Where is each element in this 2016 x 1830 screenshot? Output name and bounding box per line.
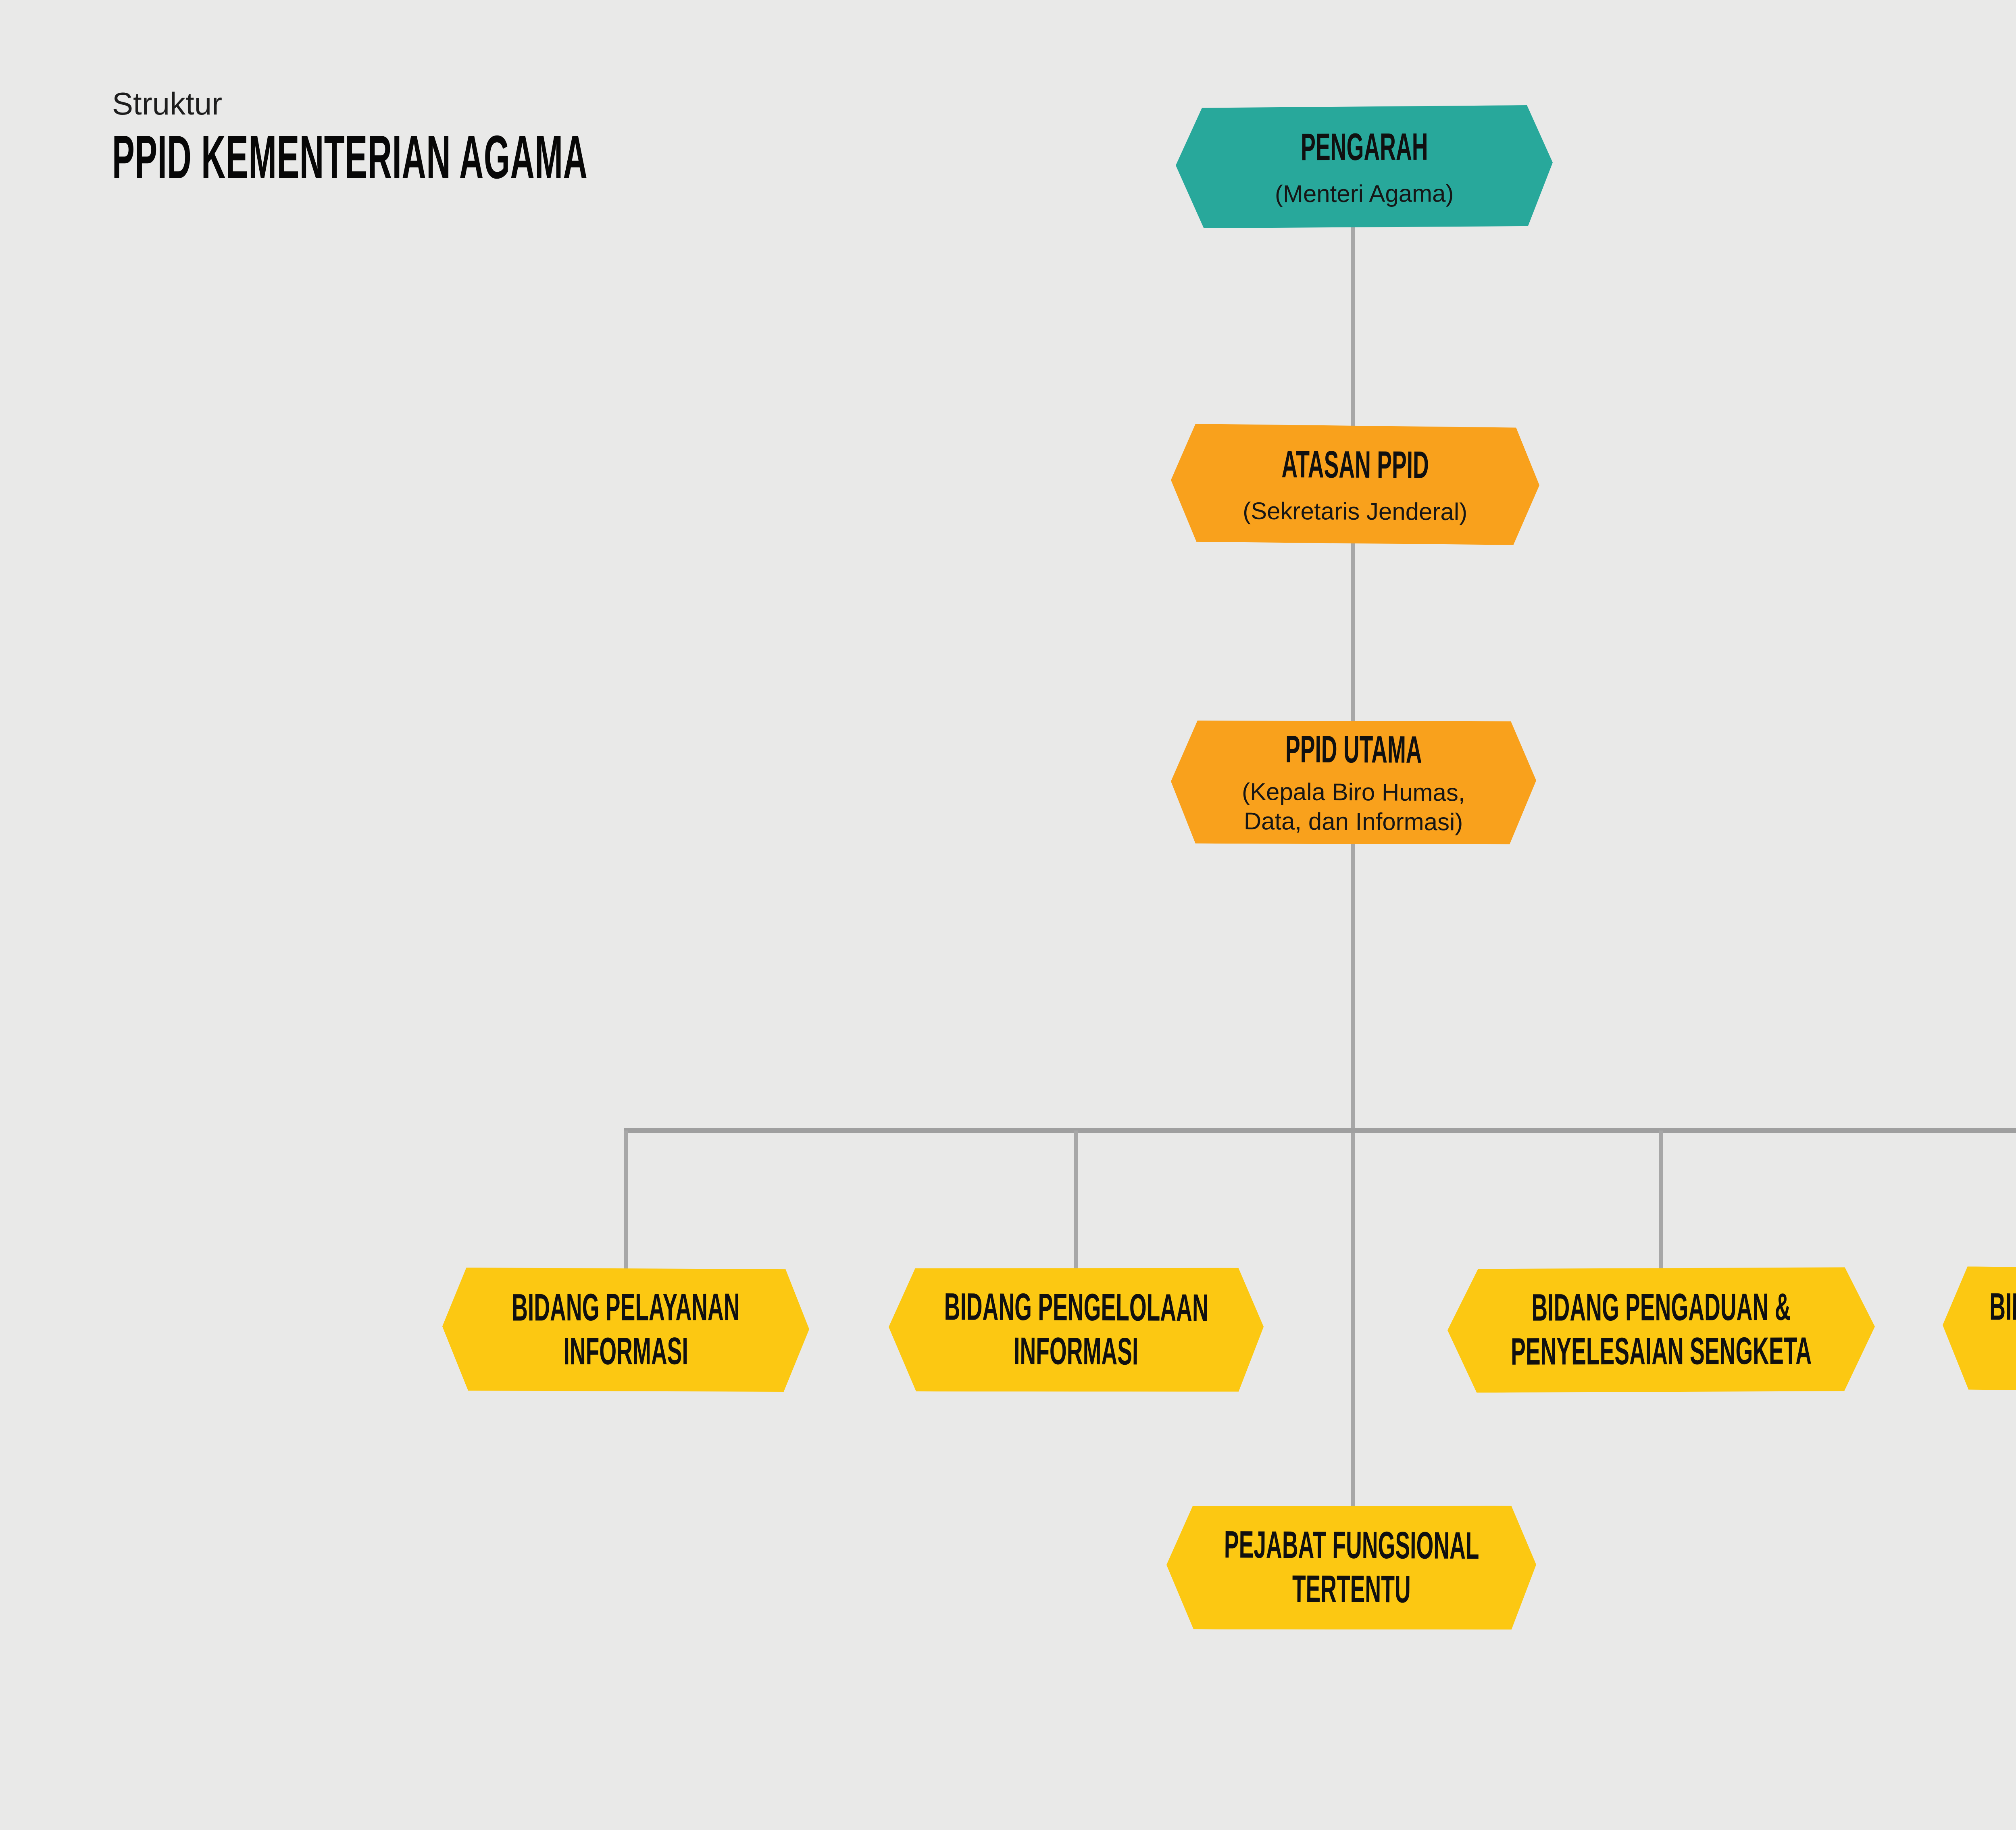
chart-eyebrow: Struktur <box>112 86 223 121</box>
node-bidang-pengelolaan-informasi: BIDANG PENGELOLAAN INFORMASI <box>888 1266 1264 1393</box>
node-bidang-dokumentasi-label: BIDANG DOKUMENTASI & ARSIP <box>1989 1285 2016 1329</box>
connector-pengarah-atasan <box>1351 222 1355 429</box>
node-bidang-pengaduan-text: BIDANG PENGADUAN & PENYELESAIAN SENGKETA <box>1402 1285 1921 1374</box>
node-pejabat-label: PEJABAT FUNGSIONAL TERTENTU <box>1224 1523 1479 1611</box>
node-atasan-ppid-label: ATASAN PPID <box>1281 443 1429 487</box>
node-pengarah-label: PENGARAH <box>1300 125 1428 169</box>
node-bidang-pelayanan-informasi: BIDANG PELAYANAN INFORMASI <box>442 1267 810 1393</box>
node-pejabat-fungsional-tertentu: PEJABAT FUNGSIONAL TERTENTU <box>1166 1504 1536 1631</box>
node-bidang-dokumentasi-text: BIDANG DOKUMENTASI & ARSIP <box>1888 1285 2016 1375</box>
node-ppid-utama-label: PPID UTAMA <box>1285 728 1422 771</box>
node-ppid-utama-subtitle: (Kepala Biro Humas, Data, dan Informasi) <box>1241 778 1465 836</box>
chart-header: Struktur PPID KEMENTERIAN AGAMA <box>112 86 977 189</box>
node-pengarah-subtitle: (Menteri Agama) <box>1275 179 1454 208</box>
node-atasan-ppid-text: ATASAN PPID (Sekretaris Jenderal) <box>1228 442 1483 527</box>
node-ppid-utama: PPID UTAMA (Kepala Biro Humas, Data, dan… <box>1170 719 1536 845</box>
node-bidang-pelayanan-text: BIDANG PELAYANAN INFORMASI <box>429 1285 822 1374</box>
node-atasan-ppid: ATASAN PPID (Sekretaris Jenderal) <box>1170 424 1539 545</box>
node-bidang-dokumentasi-arsip: BIDANG DOKUMENTASI & ARSIP <box>1942 1266 2016 1393</box>
node-bidang-pengelolaan-text: BIDANG PENGELOLAAN INFORMASI <box>848 1285 1304 1374</box>
node-pengarah-text: PENGARAH (Menteri Agama) <box>1254 125 1474 209</box>
node-pejabat-text: PEJABAT FUNGSIONAL TERTENTU <box>1131 1522 1572 1612</box>
node-atasan-ppid-subtitle: (Sekretaris Jenderal) <box>1243 497 1468 525</box>
node-bidang-pengaduan-penyelesaian-sengketa: BIDANG PENGADUAN & PENYELESAIAN SENGKETA <box>1447 1267 1875 1393</box>
connector-horizontal-bus <box>624 1128 2016 1133</box>
connector-atasan-ppid-utama <box>1351 540 1355 724</box>
node-ppid-utama-text: PPID UTAMA (Kepala Biro Humas, Data, dan… <box>1235 727 1471 837</box>
connector-drop-pengaduan <box>1659 1130 1663 1272</box>
connector-ppid-utama-pejabat <box>1351 841 1355 1510</box>
chart-title: PPID KEMENTERIAN AGAMA <box>112 123 588 192</box>
connector-drop-pelayanan <box>624 1130 628 1272</box>
connector-drop-pengelolaan <box>1074 1130 1078 1272</box>
node-bidang-pengelolaan-label: BIDANG PENGELOLAAN INFORMASI <box>944 1285 1209 1373</box>
node-bidang-pelayanan-label: BIDANG PELAYANAN INFORMASI <box>512 1286 740 1373</box>
node-bidang-pengaduan-label: BIDANG PENGADUAN & PENYELESAIAN SENGKETA <box>1511 1285 1812 1373</box>
node-pengarah: PENGARAH (Menteri Agama) <box>1176 105 1553 228</box>
